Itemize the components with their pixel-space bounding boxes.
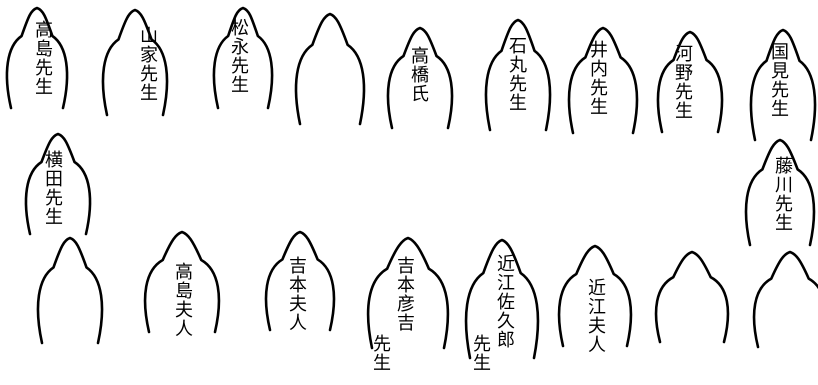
arch-top-9 <box>749 28 817 142</box>
arch-top-6 <box>484 18 552 132</box>
arch-bottom-6 <box>557 244 633 348</box>
seat-label-bottom-4: 吉本彦吉 <box>394 256 415 332</box>
seat-label-top-9: 国見先生 <box>768 42 789 118</box>
seat-label-top-6: 石丸先生 <box>506 36 527 112</box>
arch-top-1 <box>5 6 69 110</box>
seat-label-right-1: 藤川先生 <box>772 156 793 232</box>
arch-top-7 <box>567 26 639 135</box>
seat-label-bottom-6: 近江夫人 <box>585 278 606 354</box>
seat-label-top-7: 井内先生 <box>587 40 608 116</box>
seat-label-left-1: 横田先生 <box>42 150 63 226</box>
arch-bottom-2 <box>143 230 221 334</box>
arch-bottom-8 <box>752 250 818 349</box>
arch-top-4 <box>294 12 366 126</box>
arch-top-3 <box>212 6 274 110</box>
seat-label-top-1: 高島先生 <box>32 20 53 96</box>
seat-label-top-5: 高橋氏 <box>408 46 429 103</box>
arch-bottom-4 <box>366 236 450 350</box>
seat-label-bottom-5-title: 先生 <box>470 334 491 372</box>
seat-label-top-3: 松永先生 <box>228 18 249 94</box>
seat-label-bottom-2: 高島夫人 <box>172 262 193 338</box>
seat-label-top-2: 山家先生 <box>137 26 158 102</box>
arch-top-8 <box>656 30 724 134</box>
arch-left-1 <box>24 132 92 236</box>
seat-label-bottom-3: 吉本夫人 <box>286 256 307 332</box>
arch-bottom-1 <box>36 236 104 345</box>
arch-bottom-5 <box>464 238 540 360</box>
arch-top-5 <box>386 26 454 130</box>
arch-bottom-3 <box>264 230 336 332</box>
arch-right-1 <box>744 138 816 247</box>
arch-top-2 <box>101 8 169 117</box>
arch-bottom-7 <box>654 250 730 344</box>
seat-label-bottom-4-title: 先生 <box>370 334 391 372</box>
seat-label-top-8: 河野先生 <box>672 44 693 120</box>
seat-label-bottom-5: 近江佐久郎 <box>494 254 515 349</box>
